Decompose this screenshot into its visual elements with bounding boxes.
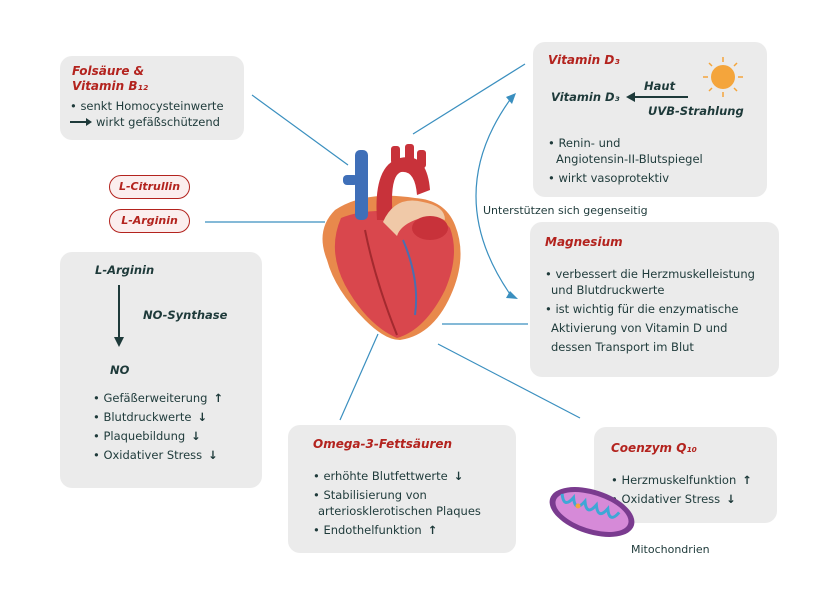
omega-item-1: • erhöhte Blutfettwerte↓ xyxy=(313,469,464,483)
folsaeure-title-1: Folsäure & xyxy=(72,64,145,78)
down-arrow-icon: ↓ xyxy=(726,492,736,506)
vitamin-d-item-2: • wirkt vasoprotektiv xyxy=(548,171,670,185)
up-arrow-icon: ↑ xyxy=(742,473,752,487)
magnesium-title: Magnesium xyxy=(545,235,623,249)
coenzym-item-1: • Herzmuskelfunktion↑ xyxy=(611,473,752,487)
down-arrow-icon xyxy=(114,285,124,347)
coenzym-item-2: • Oxidativer Stress↓ xyxy=(611,492,736,506)
arc-arrow-top xyxy=(506,93,516,104)
pill-l-arginin: L-Arginin xyxy=(109,209,190,233)
mutual-support-label: Unterstützen sich gegenseitig xyxy=(483,204,648,217)
connector-folsaeure xyxy=(251,94,349,166)
arginin-box xyxy=(60,252,262,488)
coenzym-title: Coenzym Q₁₀ xyxy=(611,441,697,455)
arginin-effect-2: • Blutdruckwerte↓ xyxy=(93,410,208,424)
pill-l-citrullin: L-Citrullin xyxy=(109,175,190,199)
omega-title: Omega-3-Fettsäuren xyxy=(313,437,453,451)
arginin-effect-1: • Gefäßerweiterung↑ xyxy=(93,391,224,405)
omega-box xyxy=(288,425,516,553)
folsaeure-box xyxy=(60,56,244,140)
folsaeure-item-2: wirkt gefäßschützend xyxy=(96,115,220,129)
omega-item-3: • Endothelfunktion↑ xyxy=(313,523,438,537)
arginin-product: NO xyxy=(110,363,130,377)
heart-illustration xyxy=(322,144,461,340)
down-arrow-icon: ↓ xyxy=(197,410,208,424)
folsaeure-title-2: Vitamin B₁₂ xyxy=(72,79,149,93)
up-arrow-icon: ↑ xyxy=(427,523,438,537)
mitochondrion-icon xyxy=(549,487,635,537)
arginin-effect-4: • Oxidativer Stress↓ xyxy=(93,448,218,462)
vitamin-d-item-1b: Angiotensin-II-Blutspiegel xyxy=(556,152,703,166)
magnesium-item-2c: dessen Transport im Blut xyxy=(551,340,694,354)
magnesium-item-1a: • verbessert die Herzmuskelleistung xyxy=(545,267,755,281)
magnesium-box xyxy=(530,222,779,377)
down-arrow-icon: ↓ xyxy=(208,448,218,462)
omega-item-2b: arteriosklerotischen Plaques xyxy=(318,504,481,518)
sun-icon xyxy=(703,57,743,97)
right-arrow-icon xyxy=(70,118,92,126)
magnesium-item-2b: Aktivierung von Vitamin D und xyxy=(551,321,728,335)
omega-item-2a: • Stabilisierung von xyxy=(313,488,427,502)
arc-arrow-bottom xyxy=(506,291,518,299)
connector-coenzym xyxy=(437,343,581,419)
magnesium-item-2a: • ist wichtig für die enzymatische xyxy=(545,302,739,316)
up-arrow-icon: ↑ xyxy=(213,391,224,405)
magnesium-item-1b: und Blutdruckwerte xyxy=(551,283,665,297)
vitamin-d-label: Vitamin D₃ xyxy=(551,90,620,104)
connector-omega xyxy=(339,333,379,421)
mutual-arc xyxy=(475,96,513,298)
left-arrow-icon xyxy=(626,92,688,102)
down-arrow-icon: ↓ xyxy=(191,429,201,443)
arginin-effect-3: • Plaquebildung↓ xyxy=(93,429,201,443)
arginin-enzyme: NO-Synthase xyxy=(143,308,228,322)
vitamin-d-title: Vitamin D₃ xyxy=(548,53,620,67)
arginin-start: L-Arginin xyxy=(95,263,155,277)
mitochondrion-label: Mitochondrien xyxy=(631,543,710,556)
vitamin-d-item-1a: • Renin- und xyxy=(548,136,621,150)
connector-vitamin-d xyxy=(412,63,526,135)
vitamin-d-haut: Haut xyxy=(644,79,676,93)
vitamin-d-uvb: UVB-Strahlung xyxy=(648,104,744,118)
folsaeure-item-1: • senkt Homocysteinwerte xyxy=(70,99,224,113)
down-arrow-icon: ↓ xyxy=(453,469,464,483)
